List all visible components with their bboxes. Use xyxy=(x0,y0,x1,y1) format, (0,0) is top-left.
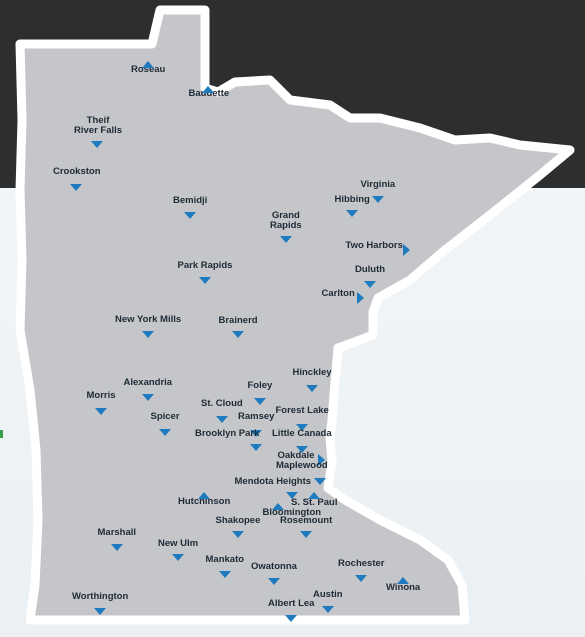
location-marker-new-york-mills-icon[interactable] xyxy=(142,331,154,338)
city-label-carlton: Carlton xyxy=(321,288,355,299)
location-marker-park-rapids-icon[interactable] xyxy=(199,277,211,284)
edge-accent-mark xyxy=(0,430,3,438)
city-label-bloomington: Bloomington xyxy=(262,507,322,518)
city-label-virginia: Virginia xyxy=(360,179,396,190)
city-label-park-rapids: Park Rapids xyxy=(177,260,233,271)
location-marker-rosemount-icon[interactable] xyxy=(300,531,312,538)
location-marker-worthington-icon[interactable] xyxy=(94,608,106,615)
city-label-rosemount: Rosemount xyxy=(280,515,333,526)
location-marker-roseau-icon[interactable] xyxy=(142,61,154,68)
city-label-brainerd: Brainerd xyxy=(218,315,258,326)
city-label-rochester: Rochester xyxy=(338,558,385,569)
location-marker-baudette-icon[interactable] xyxy=(202,86,214,93)
location-marker-s-st-paul-icon[interactable] xyxy=(308,492,320,499)
location-marker-ramsey-icon[interactable] xyxy=(250,430,262,437)
city-label-ramsey: Ramsey xyxy=(238,411,275,422)
location-marker-morris-icon[interactable] xyxy=(95,408,107,415)
location-marker-crookston-icon[interactable] xyxy=(70,184,82,191)
location-marker-winona-icon[interactable] xyxy=(397,577,409,584)
location-marker-grand-rapids-icon[interactable] xyxy=(280,236,292,243)
location-marker-maplewood-icon[interactable] xyxy=(314,478,326,485)
location-marker-virginia-icon[interactable] xyxy=(372,196,384,203)
city-label-oakdale: Oakdale xyxy=(277,450,315,461)
city-label-duluth: Duluth xyxy=(355,264,386,275)
state-outline xyxy=(15,5,575,625)
location-marker-mendota-heights-icon[interactable] xyxy=(286,492,298,499)
location-marker-hibbing-icon[interactable] xyxy=(346,210,358,217)
location-marker-brainerd-icon[interactable] xyxy=(232,331,244,338)
city-label-austin: Austin xyxy=(313,589,343,600)
city-label-foley: Foley xyxy=(247,380,273,391)
city-label-st-cloud: St. Cloud xyxy=(201,398,243,409)
location-marker-spicer-icon[interactable] xyxy=(159,429,171,436)
city-label-crookston: Crookston xyxy=(53,166,101,177)
city-label-shakopee: Shakopee xyxy=(215,515,261,526)
location-marker-oakdale-icon[interactable] xyxy=(318,454,325,466)
city-label-little-canada: Little Canada xyxy=(272,428,332,439)
city-label-brooklyn-park: Brooklyn Park xyxy=(195,428,260,439)
location-marker-forest-lake-icon[interactable] xyxy=(296,424,308,431)
location-marker-rochester-icon[interactable] xyxy=(355,575,367,582)
city-label-alexandria: Alexandria xyxy=(123,377,173,388)
location-marker-bloomington-icon[interactable] xyxy=(272,503,284,510)
city-label-worthington: Worthington xyxy=(72,591,129,602)
location-marker-brooklyn-park-icon[interactable] xyxy=(250,444,262,451)
location-marker-austin-icon[interactable] xyxy=(322,606,334,613)
city-label-spicer: Spicer xyxy=(150,411,180,422)
location-marker-two-harbors-icon[interactable] xyxy=(403,244,410,256)
location-marker-albert-lea-icon[interactable] xyxy=(285,615,297,622)
location-marker-foley-icon[interactable] xyxy=(254,398,266,405)
location-marker-duluth-icon[interactable] xyxy=(364,281,376,288)
location-marker-little-canada-icon[interactable] xyxy=(296,446,308,453)
location-marker-hinckley-icon[interactable] xyxy=(306,385,318,392)
location-marker-marshall-icon[interactable] xyxy=(111,544,123,551)
location-marker-owatonna-icon[interactable] xyxy=(268,578,280,585)
location-marker-alexandria-icon[interactable] xyxy=(142,394,154,401)
city-label-hinckley: Hinckley xyxy=(292,367,332,378)
city-label-mankato: Mankato xyxy=(205,554,245,565)
city-label-forest-lake: Forest Lake xyxy=(275,405,329,416)
location-marker-mankato-icon[interactable] xyxy=(219,571,231,578)
location-marker-shakopee-icon[interactable] xyxy=(232,531,244,538)
location-marker-st-cloud-icon[interactable] xyxy=(216,416,228,423)
city-label-roseau: Roseau xyxy=(131,64,166,75)
city-label-baudette: Baudette xyxy=(188,88,230,99)
location-marker-bemidji-icon[interactable] xyxy=(184,212,196,219)
city-label-new-york-mills: New York Mills xyxy=(115,314,182,325)
city-label-owatonna: Owatonna xyxy=(251,561,297,572)
city-label-hibbing: Hibbing xyxy=(334,194,370,205)
city-label-marshall: Marshall xyxy=(97,527,137,538)
city-label-two-harbors: Two Harbors xyxy=(345,240,403,251)
city-label-mendota-heights: Mendota Heights xyxy=(234,476,312,487)
city-label-maplewood: Maplewood xyxy=(276,460,328,471)
city-label-winona: Winona xyxy=(386,582,421,593)
city-label-s-st-paul: S. St. Paul xyxy=(291,497,338,508)
city-label-bemidji: Bemidji xyxy=(173,195,208,206)
location-marker-new-ulm-icon[interactable] xyxy=(172,554,184,561)
location-marker-hutchinson-icon[interactable] xyxy=(198,492,210,499)
city-label-albert-lea: Albert Lea xyxy=(268,598,315,609)
city-label-hutchinson: Hutchinson xyxy=(178,496,231,507)
city-label-new-ulm: New Ulm xyxy=(158,538,199,549)
location-marker-theif-river-falls-icon[interactable] xyxy=(91,141,103,148)
location-marker-carlton-icon[interactable] xyxy=(357,292,364,304)
city-label-morris: Morris xyxy=(86,390,116,401)
